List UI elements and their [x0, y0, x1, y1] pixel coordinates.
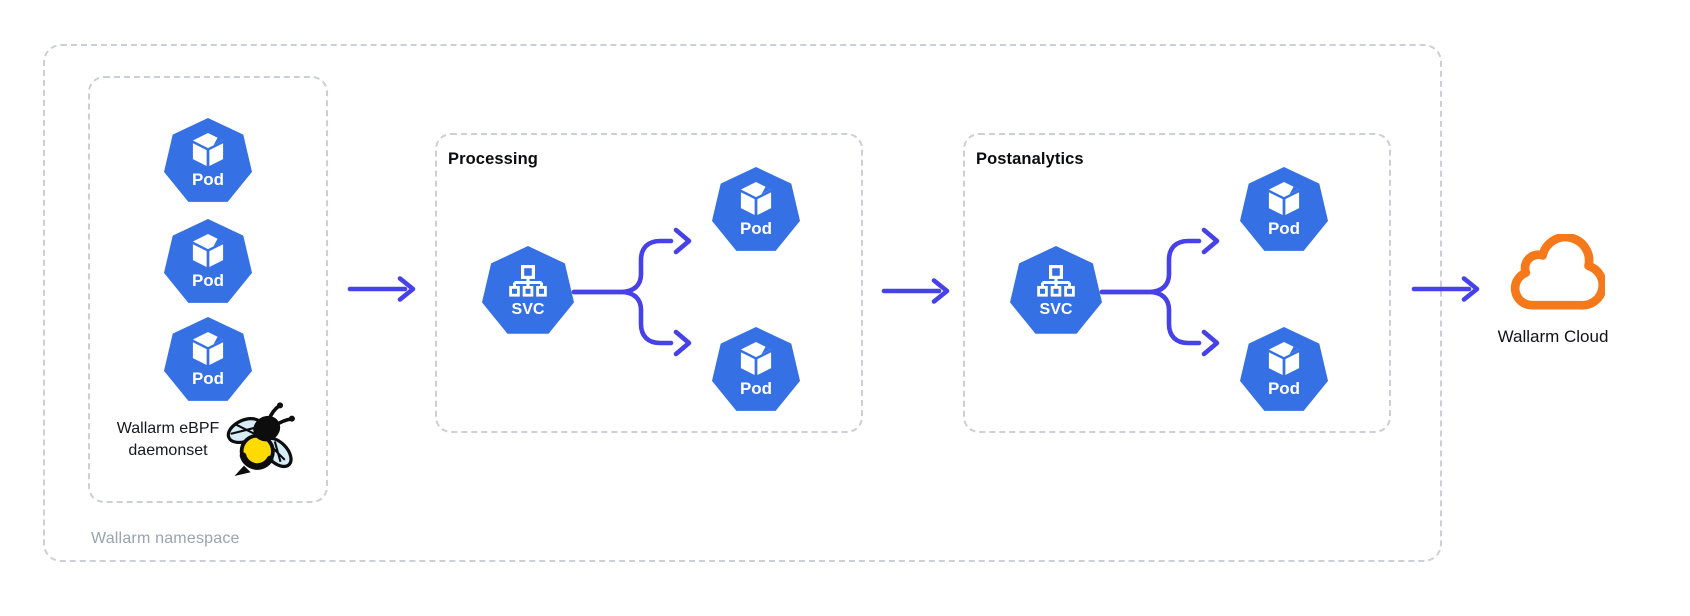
pod-label: Pod [1267, 219, 1301, 238]
namespace-label: Wallarm namespace [91, 530, 240, 547]
pod-cube-icon [1268, 341, 1300, 376]
cloud-label: Wallarm Cloud [1497, 327, 1609, 346]
daemonset-pod-3: Pod [164, 317, 252, 401]
pod-label: Pod [739, 219, 773, 238]
daemonset-pod-1: Pod [164, 118, 252, 202]
arrow-daemonset-to-processing-icon [347, 276, 416, 302]
arrow-postanalytics-to-cloud-icon [1411, 276, 1480, 302]
pod-cube-icon [1268, 181, 1300, 216]
cloud-icon [1510, 234, 1605, 310]
wallarm-namespace-box: Wallarm namespace [43, 44, 1442, 562]
postanalytics-title: Postanalytics [976, 150, 1084, 168]
pod-cube-icon [740, 341, 772, 376]
processing-dashed-border [435, 133, 863, 433]
postanalytics-pod-1: Pod [1240, 167, 1328, 251]
arrow-processing-to-postanalytics-icon [881, 278, 950, 304]
service-tree-icon [1037, 265, 1075, 297]
service-label: SVC [1039, 301, 1073, 318]
processing-title: Processing [448, 150, 538, 168]
processing-pod-2: Pod [712, 327, 800, 411]
pod-cube-icon [192, 331, 224, 366]
service-tree-icon [509, 265, 547, 297]
namespace-dashed-border [43, 44, 1442, 562]
pod-label: Pod [191, 170, 225, 189]
pod-label: Pod [191, 369, 225, 388]
ebpf-bee-icon [226, 402, 296, 477]
postanalytics-dashed-border [963, 133, 1391, 433]
wallarm-cloud: Wallarm Cloud [1478, 234, 1628, 347]
processing-pod-1: Pod [712, 167, 800, 251]
processing-box: Processing SVC Pod [435, 133, 863, 433]
pod-label: Pod [191, 271, 225, 290]
postanalytics-box: Postanalytics SVC Pod [963, 133, 1391, 433]
processing-service: SVC [482, 246, 574, 334]
pod-label: Pod [1267, 379, 1301, 398]
service-label: SVC [511, 301, 545, 318]
pod-label: Pod [739, 379, 773, 398]
pod-cube-icon [192, 132, 224, 167]
daemonset-dashed-border [88, 76, 328, 503]
postanalytics-service: SVC [1010, 246, 1102, 334]
daemonset-pod-2: Pod [164, 219, 252, 303]
pod-cube-icon [192, 233, 224, 268]
postanalytics-pod-2: Pod [1240, 327, 1328, 411]
pod-cube-icon [740, 181, 772, 216]
